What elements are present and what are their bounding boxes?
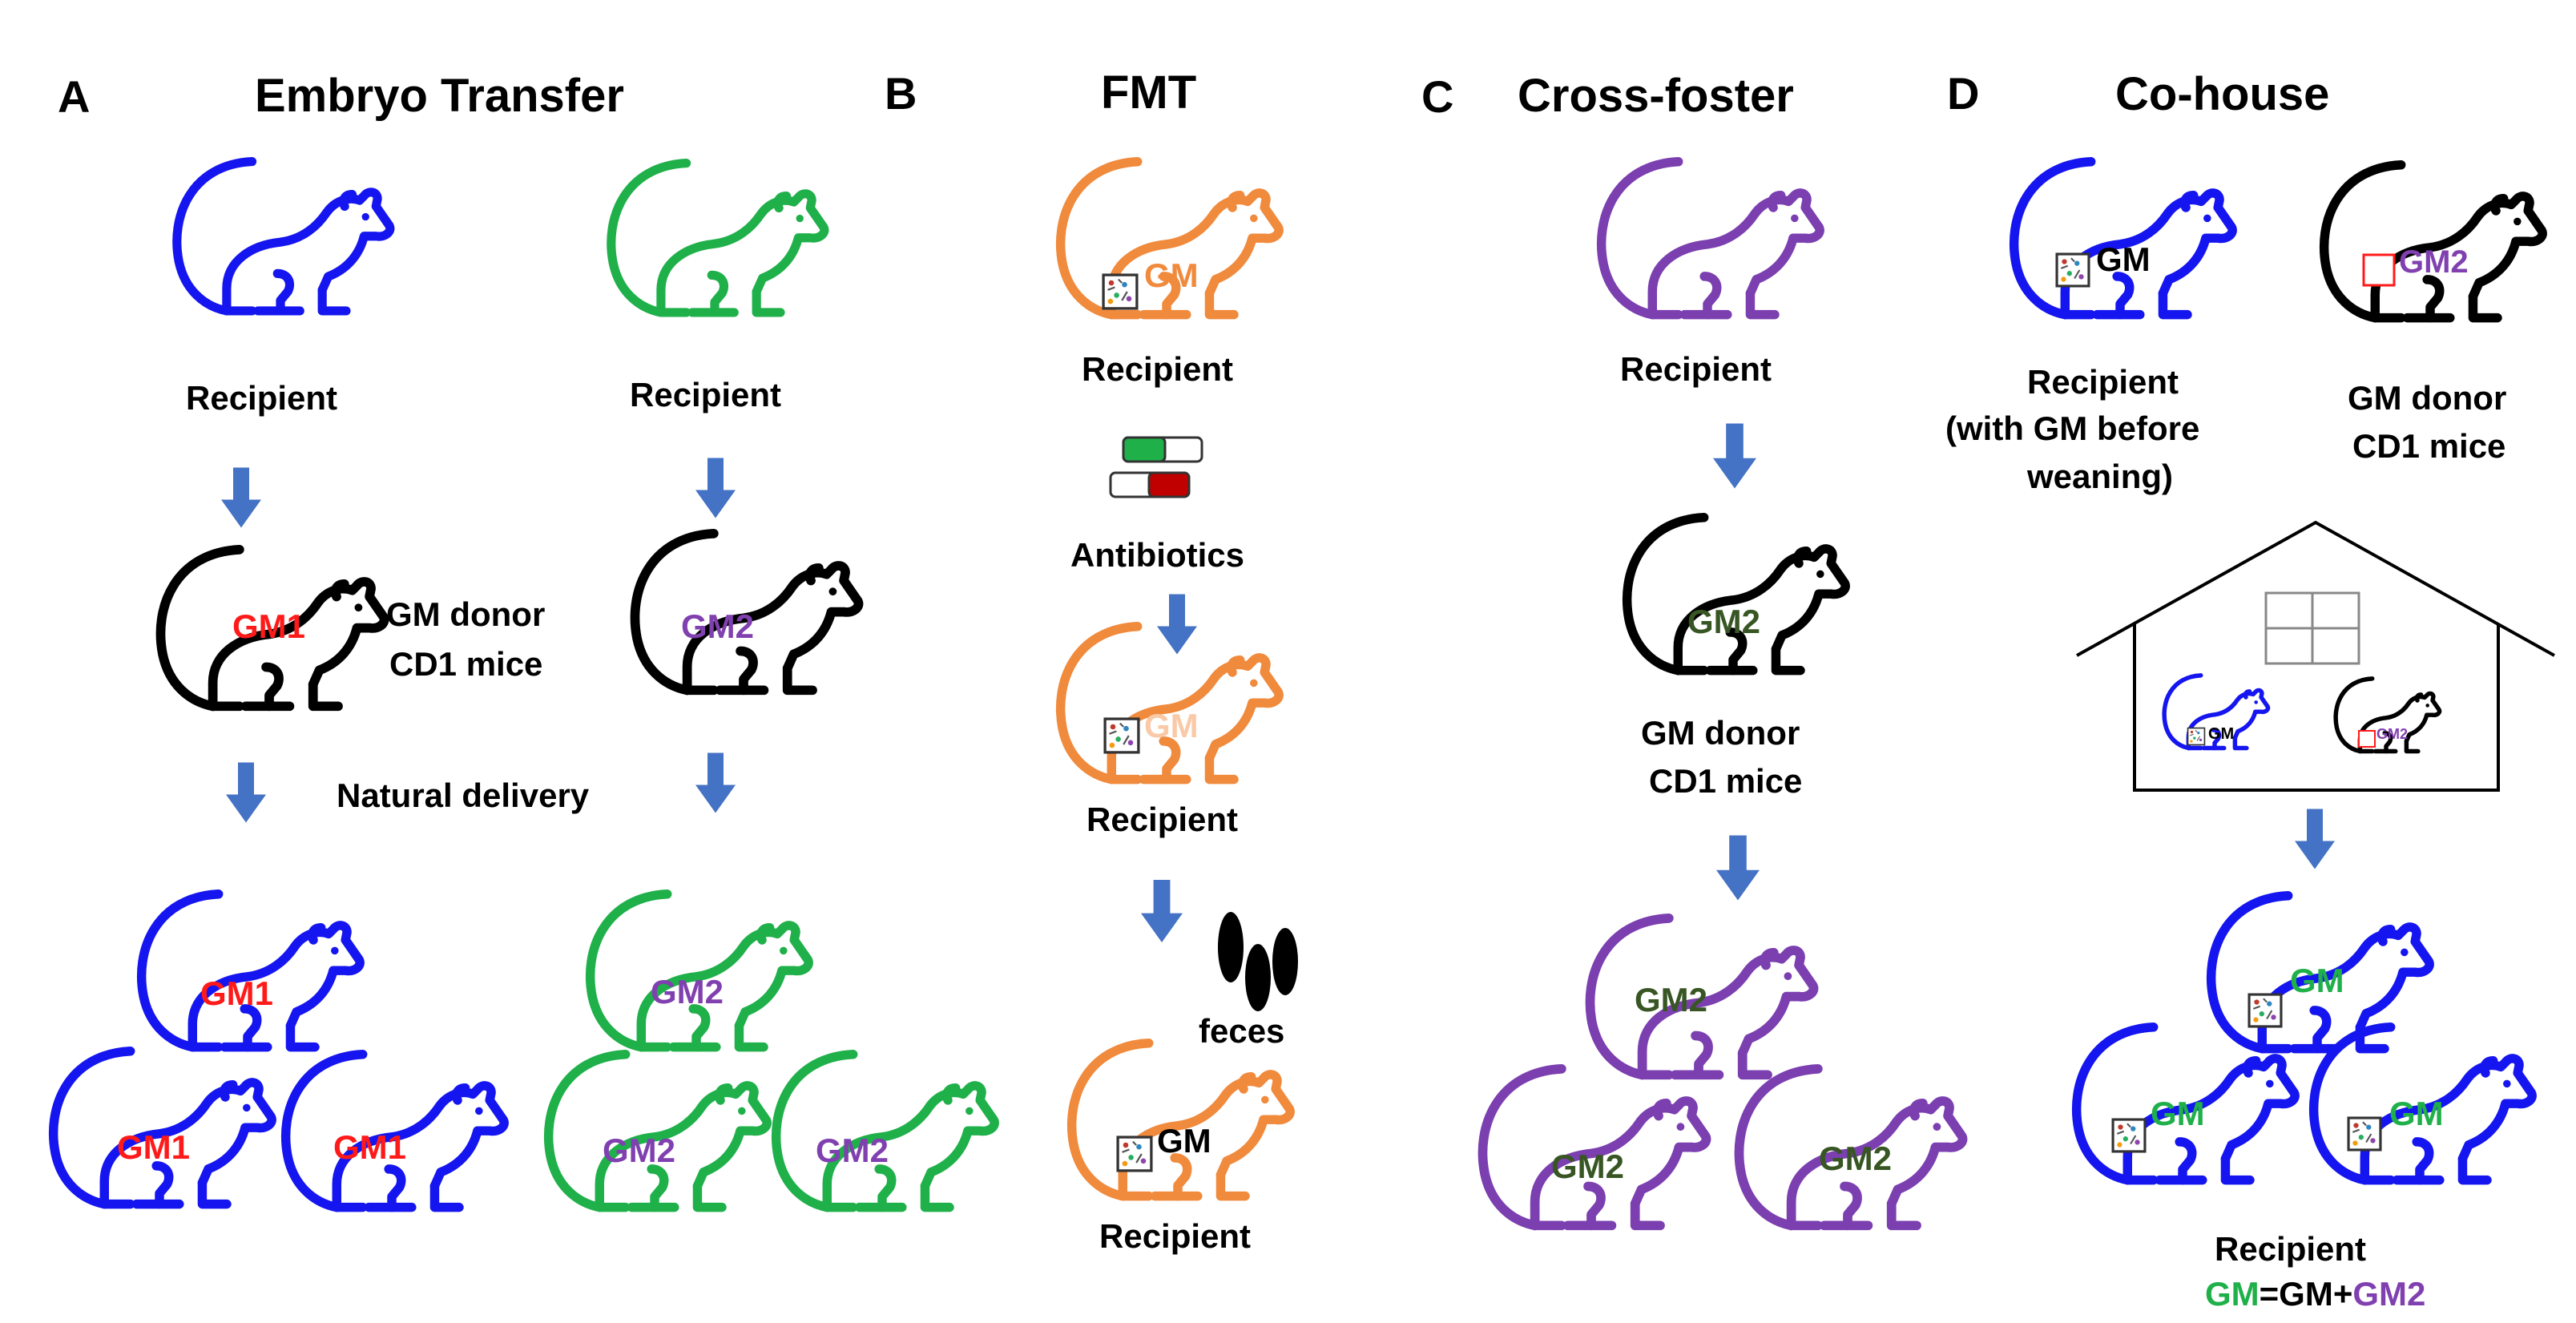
panel-b-gm-3: GM: [1157, 1122, 1211, 1160]
panel-a-recipient-right: Recipient: [630, 376, 782, 413]
panel-a-offspring-green-top: [591, 894, 809, 1047]
panel-c-cd1-mice: CD1 mice: [1649, 762, 1803, 800]
house-mouse-blue-microbiome: [2187, 727, 2206, 746]
panel-d-recipient-gm: GM: [2096, 240, 2151, 278]
panel-a-offspring-gm1-top: GM1: [200, 974, 273, 1012]
antibiotics-label: Antibiotics: [1070, 536, 1244, 574]
panel-b-microbiome-2: [1103, 717, 1140, 754]
panel-d-weaning: weaning): [2027, 458, 2174, 495]
panel-d-recipient-mouse: [2014, 162, 2233, 315]
panel-a-arrow-1-right: [695, 458, 736, 518]
house-mouse-black-gm2: GM2: [2376, 726, 2408, 742]
panel-b-letter: B: [885, 68, 917, 119]
panel-a-offspring-gm1-right: GM1: [333, 1128, 406, 1166]
panel-a-arrow-2-left: [226, 762, 266, 823]
panel-c-offspring-gm2-right: GM2: [1819, 1139, 1892, 1177]
panel-c-title: Cross-foster: [1518, 70, 1794, 122]
panel-a-cd1-mice: CD1 mice: [389, 645, 543, 683]
panel-c-letter: C: [1421, 71, 1454, 122]
panel-d-donor-gm2: GM2: [2399, 244, 2469, 280]
panel-c-donor-gm2: GM2: [1687, 603, 1760, 640]
panel-c-arrow-2: [1716, 835, 1760, 901]
panel-a-arrow-2-right: [695, 752, 736, 813]
panel-b-recipient-2: Recipient: [1086, 801, 1239, 838]
gm-equation-mid: =GM+: [2259, 1275, 2353, 1313]
panel-d-final-microbiome-left: [2111, 1118, 2147, 1153]
house-icon: [2076, 520, 2555, 792]
gm-equation-lhs: GM: [2205, 1275, 2260, 1313]
panel-c-gm-donor: GM donor: [1641, 714, 1800, 752]
panel-a-offspring-blue-top: [142, 894, 361, 1047]
panel-a-gm-donor: GM donor: [386, 595, 546, 633]
feces-label: feces: [1199, 1012, 1285, 1050]
panel-a-recipient-mouse-right: [611, 163, 824, 313]
panel-c-recipient-mouse: [1602, 162, 1820, 315]
panel-a-offspring-gm1-left: GM1: [117, 1128, 190, 1166]
panel-d-donor-microbiome: [2362, 253, 2396, 287]
antibiotics-icon: [1109, 436, 1203, 498]
panel-a-offspring-gm2-right: GM2: [816, 1131, 889, 1169]
panel-b-arrow-2: [1141, 880, 1183, 942]
panel-d-final-microbiome-right: [2347, 1116, 2382, 1152]
house-mouse-blue-gm: GM: [2208, 725, 2234, 743]
panel-b-mouse-2: [1061, 627, 1280, 780]
panel-b-title: FMT: [1101, 67, 1197, 119]
panel-d-final-gm-right: GM: [2389, 1095, 2444, 1132]
panel-d-final-recipient: Recipient: [2215, 1230, 2367, 1268]
panel-a-title: Embryo Transfer: [255, 70, 624, 122]
panel-a-offspring-gm2-left: GM2: [603, 1131, 675, 1169]
panel-b-recipient-1: Recipient: [1082, 350, 1234, 388]
panel-b-microbiome-1: [1102, 273, 1139, 310]
panel-d-with-gm-before: (with GM before: [1945, 409, 2200, 447]
panel-b-recipient-3: Recipient: [1099, 1217, 1252, 1255]
panel-b-mouse-3: [1072, 1043, 1291, 1196]
panel-c-offspring-gm2-top: GM2: [1635, 981, 1707, 1018]
panel-b-gm-1: GM: [1144, 256, 1199, 294]
panel-d-recipient-microbiome: [2055, 252, 2090, 288]
panel-d-final-gm-left: GM: [2151, 1095, 2205, 1132]
panel-a-recipient-left: Recipient: [186, 379, 338, 417]
panel-c-recipient: Recipient: [1620, 350, 1772, 388]
gm-equation-gm2: GM2: [2352, 1275, 2426, 1313]
panel-d-arrow: [2295, 809, 2335, 869]
panel-d-gm-donor: GM donor: [2348, 379, 2507, 417]
panel-d-final-gm-top: GM: [2290, 962, 2344, 999]
panel-a-offspring-gm2-top: GM2: [651, 973, 724, 1010]
panel-b-microbiome-3: [1116, 1135, 1153, 1172]
panel-c-donor-mouse: [1627, 518, 1846, 671]
panel-c-arrow-1: [1713, 423, 1756, 489]
panel-d-cd1-mice: CD1 mice: [2352, 427, 2506, 465]
panel-b-gm-2: GM: [1144, 707, 1199, 744]
panel-a-donor-gm2: GM2: [681, 607, 754, 645]
panel-d-final-microbiome-top: [2247, 993, 2283, 1028]
house-mouse-black-microbiome: [2358, 730, 2376, 748]
panel-a-donor-gm1: GM1: [232, 607, 305, 645]
natural-delivery-label: Natural delivery: [337, 776, 590, 814]
panel-a-recipient-mouse-left: [177, 162, 390, 311]
gm-equation: GM=GM+GM2: [2205, 1274, 2425, 1314]
panel-a-arrow-1-left: [221, 467, 261, 528]
panel-a-letter: A: [58, 71, 91, 122]
panel-d-recipient: Recipient: [2027, 363, 2179, 401]
panel-c-offspring-gm2-left: GM2: [1551, 1148, 1624, 1185]
panel-d-donor-mouse: [2324, 165, 2543, 318]
feces-icon: [1218, 912, 1298, 1011]
panel-b-arrow-1: [1157, 594, 1197, 655]
panel-d-title: Co-house: [2115, 68, 2330, 120]
panel-d-letter: D: [1947, 68, 1980, 119]
